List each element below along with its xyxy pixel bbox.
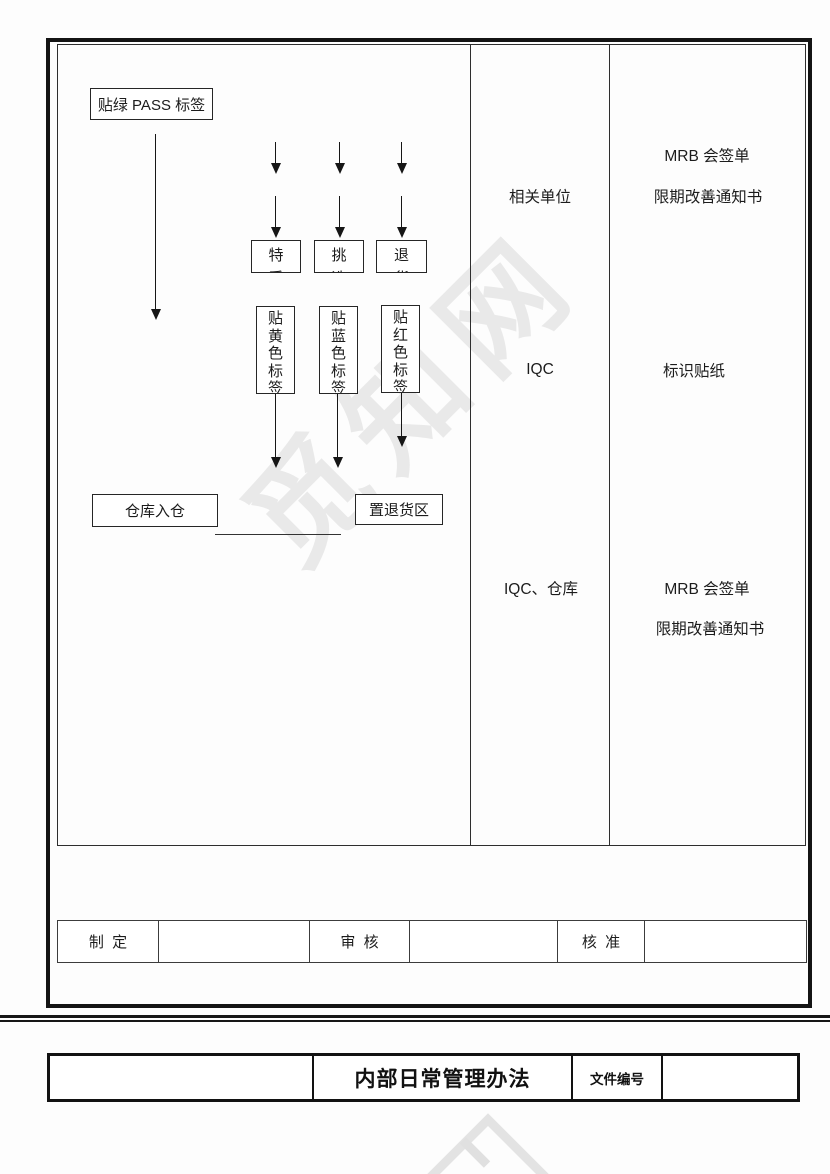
arrow-head-icon: [271, 227, 281, 238]
flow-box-label: 特采: [268, 247, 284, 272]
arrow-head-icon: [271, 163, 281, 174]
doc-improvement-notice-2: 限期改善通知书: [655, 621, 765, 638]
flow-box-yellow-tag: 贴黄色标签: [256, 306, 295, 394]
doc-improvement-notice-1: 限期改善通知书: [653, 189, 763, 206]
flow-box-label: 贴黄色标签: [267, 310, 283, 394]
flow-box-special-acceptance: 特采: [251, 240, 301, 273]
flow-box-sorting: 挑选: [314, 240, 364, 273]
flow-box-red-tag: 贴红色标签: [381, 305, 420, 393]
arrow-line: [275, 394, 276, 457]
draft-label-cell: 制 定: [58, 921, 159, 962]
column-divider-1: [470, 44, 471, 846]
flow-box-label: 退货: [393, 247, 409, 272]
arrow-head-icon: [335, 227, 345, 238]
flow-box-return: 退货: [376, 240, 427, 273]
arrow-line: [401, 142, 402, 163]
arrow-line: [155, 134, 156, 309]
arrow-head-icon: [333, 457, 343, 468]
flowchart-area-border: [57, 44, 806, 846]
arrow-head-icon: [335, 163, 345, 174]
watermark-logo-diamond: [393, 1113, 583, 1174]
separator-line-thin: [0, 1020, 830, 1022]
doc-number-value-cell: [663, 1056, 797, 1099]
signature-table: 制 定 审 核 核 准: [57, 920, 807, 963]
separator-line-thick: [0, 1015, 830, 1018]
flow-box-pass-label: 贴绿 PASS 标签: [90, 88, 213, 120]
arrow-head-icon: [151, 309, 161, 320]
page-frame: [46, 38, 812, 1008]
arrow-line: [401, 196, 402, 227]
arrow-line: [339, 142, 340, 163]
unit-iqc: IQC: [526, 361, 554, 378]
arrow-head-icon: [397, 436, 407, 447]
approve-label-cell: 核 准: [558, 921, 645, 962]
draft-value-cell: [159, 921, 310, 962]
unit-iqc-warehouse: IQC、仓库: [503, 581, 579, 598]
flow-box-warehouse-in: 仓库入仓: [92, 494, 218, 527]
arrow-line: [337, 394, 338, 457]
doc-mrb-sign-sheet-2: MRB 会签单: [664, 581, 750, 598]
doc-id-sticker: 标识贴纸: [662, 363, 726, 380]
arrow-line: [339, 196, 340, 227]
arrow-line: [275, 196, 276, 227]
doc-mrb-sign-sheet-1: MRB 会签单: [664, 148, 750, 165]
review-value-cell: [410, 921, 558, 962]
review-label-cell: 审 核: [310, 921, 410, 962]
flow-box-label: 贴红色标签: [392, 309, 408, 393]
flow-box-blue-tag: 贴蓝色标签: [319, 306, 358, 394]
document-title: 内部日常管理办法: [314, 1056, 573, 1099]
arrow-head-icon: [397, 163, 407, 174]
flow-box-return-area: 置退货区: [355, 494, 443, 525]
unit-related-departments: 相关单位: [508, 189, 572, 206]
arrow-line: [401, 393, 402, 436]
arrow-head-icon: [271, 457, 281, 468]
column-divider-2: [609, 44, 610, 846]
title-bar-empty-left: [50, 1056, 314, 1099]
blank-line: [215, 534, 341, 535]
arrow-line: [275, 142, 276, 163]
doc-number-label: 文件编号: [573, 1056, 663, 1099]
approve-value-cell: [645, 921, 806, 962]
flow-box-label: 挑选: [331, 247, 347, 272]
document-title-bar: 内部日常管理办法 文件编号: [47, 1053, 800, 1102]
flow-box-label: 贴蓝色标签: [330, 310, 346, 394]
arrow-head-icon: [397, 227, 407, 238]
